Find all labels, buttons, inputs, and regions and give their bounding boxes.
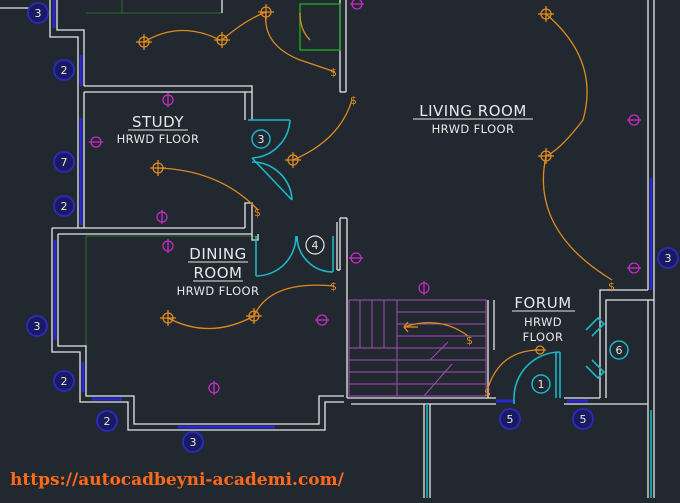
svg-text:1: 1 (538, 378, 545, 391)
window-tag: 3 (26, 315, 48, 337)
window-tag: 3 (657, 247, 679, 269)
svg-text:7: 7 (61, 156, 68, 169)
outlets (89, 0, 641, 395)
svg-text:2: 2 (61, 375, 68, 388)
svg-text:2: 2 (104, 415, 111, 428)
room-name-forum: FORUM (514, 294, 571, 312)
svg-text:$: $ (484, 386, 491, 399)
svg-text:6: 6 (616, 344, 623, 357)
room-name-study: STUDY (132, 113, 184, 131)
window-tags: 3 2 7 2 3 2 2 3 5 5 3 (26, 2, 679, 453)
window-tag: 5 (499, 408, 521, 430)
room-labels: STUDY HRWD FLOOR LIVING ROOM HRWD FLOOR … (117, 102, 575, 344)
svg-text:2: 2 (61, 200, 68, 213)
room-floor-study: HRWD FLOOR (117, 132, 200, 146)
window-tag: 2 (53, 370, 75, 392)
watermark-url: https://autocadbeyni-academi.com/ (10, 470, 344, 490)
room-floor-dining: HRWD FLOOR (177, 284, 260, 298)
window-tag: 2 (53, 59, 75, 81)
door-tag: 1 (531, 374, 551, 394)
window-tag: 2 (53, 195, 75, 217)
window-tag: 7 (53, 151, 75, 173)
svg-text:$: $ (330, 280, 337, 293)
door-tag: 3 (251, 129, 271, 149)
window-tag: 3 (27, 2, 49, 24)
doors (248, 119, 652, 498)
svg-text:$: $ (608, 280, 615, 293)
svg-text:$: $ (466, 334, 473, 347)
appliance-box (299, 3, 341, 51)
room-name-dining-line1: DINING (189, 245, 246, 263)
svg-text:3: 3 (34, 320, 41, 333)
door-tag: 4 (305, 235, 325, 255)
room-name-living: LIVING ROOM (419, 102, 527, 120)
svg-text:4: 4 (312, 239, 319, 252)
svg-text:3: 3 (258, 133, 265, 146)
svg-text:5: 5 (507, 413, 514, 426)
wiring (143, 11, 613, 389)
window-tag: 5 (572, 408, 594, 430)
windows (52, 0, 653, 429)
switches: $ $ $ $ $ $ $ (254, 66, 615, 399)
svg-text:5: 5 (580, 413, 587, 426)
svg-text:3: 3 (35, 7, 42, 20)
svg-text:3: 3 (190, 436, 197, 449)
staircase (348, 299, 487, 397)
svg-text:$: $ (254, 206, 261, 219)
light-fixtures (136, 4, 554, 355)
room-name-dining-line2: ROOM (194, 264, 243, 282)
svg-text:3: 3 (665, 252, 672, 265)
guide-lines (85, 0, 255, 395)
svg-text:2: 2 (61, 64, 68, 77)
window-tag: 2 (96, 410, 118, 432)
door-tag: 6 (609, 340, 629, 360)
room-floor-living: HRWD FLOOR (432, 122, 515, 136)
walls (0, 0, 655, 498)
room-floor-forum-line2: FLOOR (523, 330, 564, 344)
svg-text:$: $ (330, 66, 337, 79)
window-tag: 3 (182, 431, 204, 453)
svg-text:$: $ (350, 94, 357, 107)
room-floor-forum-line1: HRWD (524, 315, 562, 329)
door-tags: 3 4 1 6 (251, 129, 629, 394)
